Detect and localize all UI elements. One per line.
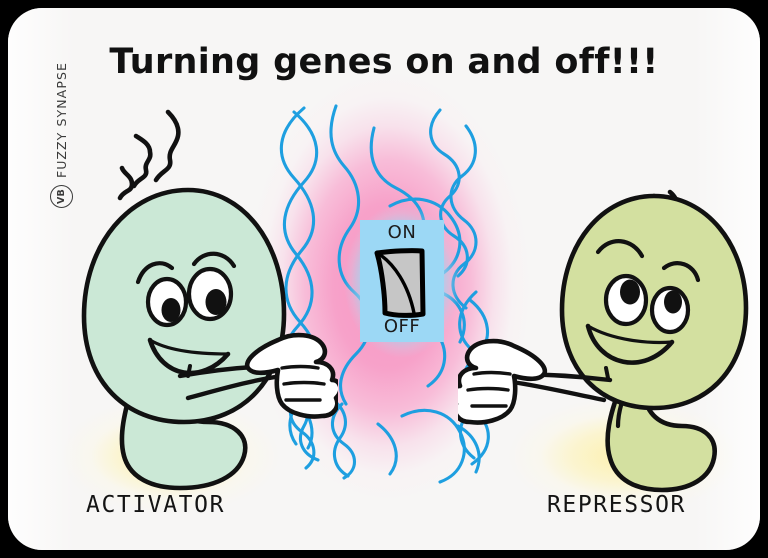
page-title: Turning genes on and off!!! <box>109 42 659 82</box>
gene-switch[interactable]: ON OFF <box>344 204 460 358</box>
caption-activator: ACTIVATOR <box>86 492 226 518</box>
watermark-badge-icon: VB <box>49 185 73 208</box>
character-repressor <box>449 138 758 498</box>
character-activator <box>38 78 343 498</box>
watermark-label: FUZZY SYNAPSE <box>53 62 69 178</box>
cartoon-card: ON OFF <box>8 8 760 550</box>
switch-label-off: OFF <box>383 316 421 337</box>
watermark: VB FUZZY SYNAPSE <box>48 58 74 208</box>
caption-repressor: REPRESSOR <box>546 492 686 518</box>
